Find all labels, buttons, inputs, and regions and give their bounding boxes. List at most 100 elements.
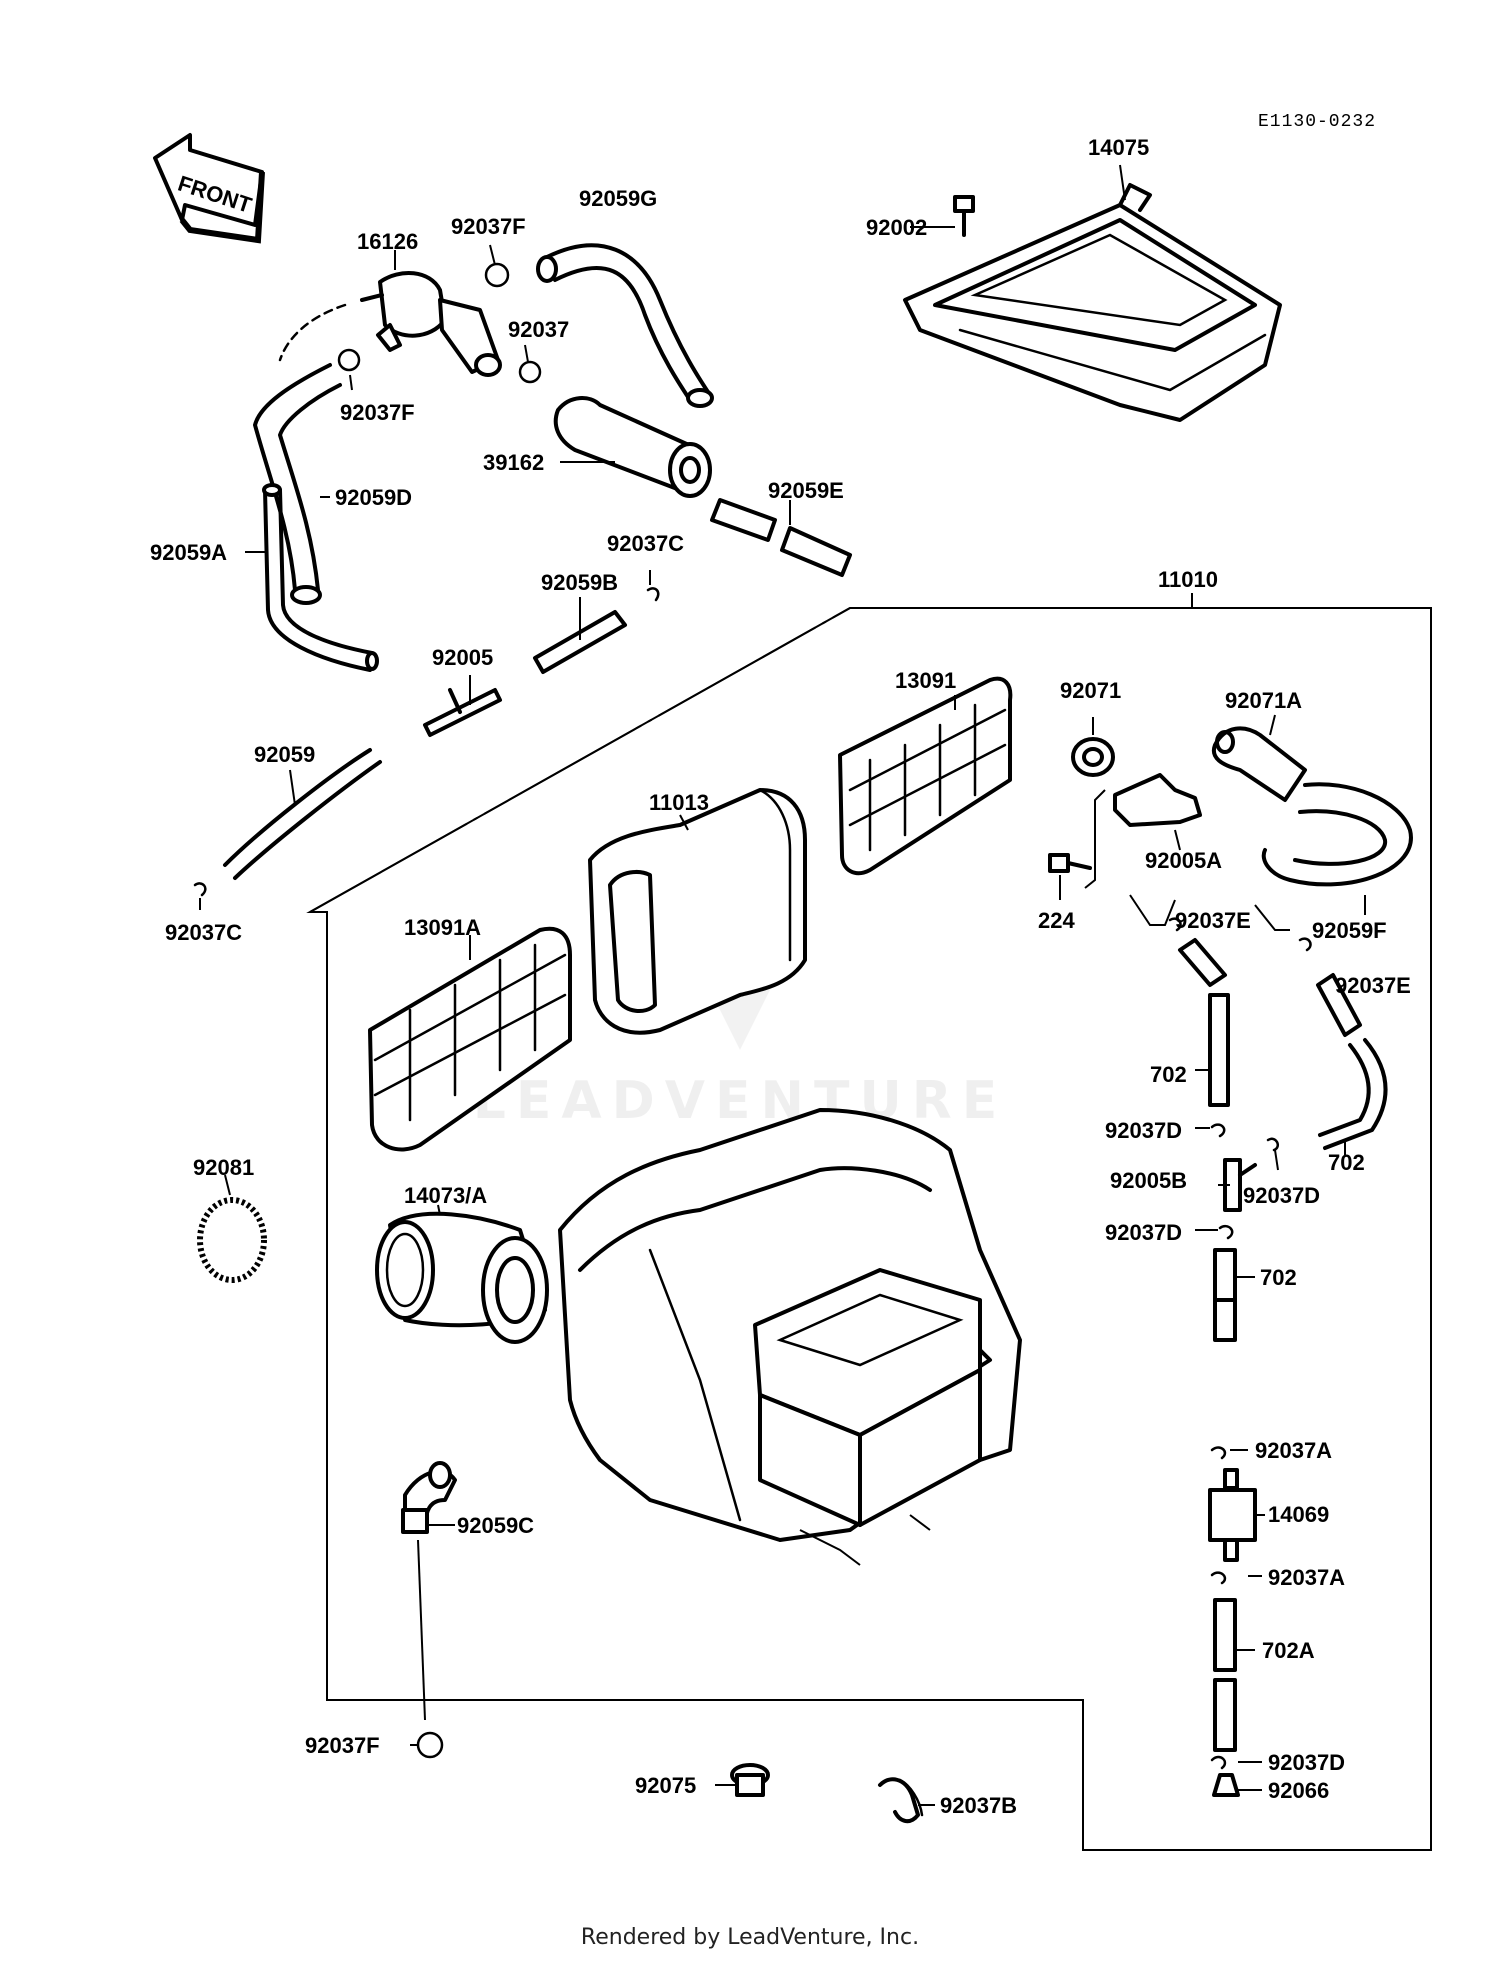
callout-702-c: 702 [1260,1265,1297,1290]
footer-credit: Rendered by LeadVenture, Inc. [580,1925,920,1950]
hose-92059 [223,748,382,880]
clamp-92037E-a [1129,894,1182,932]
clamp-92037C-top [646,587,660,602]
screw-224 [1048,853,1092,900]
airbox [558,1108,1022,1566]
callout-92037F-top: 92037F [451,214,526,239]
callout-92005: 92005 [432,645,493,670]
callout-14073A: 14073/A [404,1183,487,1208]
callout-39162: 39162 [483,450,544,475]
hose-702A [1213,1598,1255,1752]
intake-14073A [375,1204,549,1344]
hose-702-upper-left [1178,938,1230,1107]
joint-92005B [1223,1158,1257,1212]
callout-92059C: 92059C [457,1513,534,1538]
callout-92075: 92075 [635,1773,696,1798]
callout-92059G: 92059G [579,186,657,211]
callout-92037F-bot: 92037F [305,1733,380,1758]
pipe-92071A [1211,714,1307,802]
callout-11010: 11010 [1158,567,1218,592]
callout-92037D-c: 92037D [1105,1220,1182,1245]
clamp-92037A-b [1210,1571,1227,1585]
callout-92037E-b: 92037E [1335,973,1411,998]
grid-13091A [368,926,572,1152]
callout-92037: 92037 [508,317,569,342]
clamp-92037F-mid [337,348,361,372]
joint-92005 [423,675,502,737]
hose-92059A [262,483,379,672]
tube-92059E [710,498,852,577]
callout-92037C-bot: 92037C [165,920,242,945]
filter-11013 [588,788,807,1035]
callout-11013: 11013 [649,790,709,815]
callout-92037D-d: 92037D [1268,1750,1345,1775]
front-arrow-icon: FRONT [153,133,265,244]
assembly-outline-diagonal [309,607,851,913]
callout-92059: 92059 [254,742,315,767]
clamp-92037D-b [1266,1137,1279,1152]
elbow-92059C [401,1461,457,1721]
filter-14069 [1208,1468,1265,1562]
callout-92037D-a: 92037D [1105,1118,1182,1143]
callout-14069: 14069 [1268,1502,1329,1527]
callout-92005B: 92005B [1110,1168,1187,1193]
callout-92071A: 92071A [1225,688,1302,713]
callouts: 14075 92002 92059G 92037F 16126 92037 92… [150,135,1411,1818]
plug-92066 [1212,1773,1240,1797]
cap-92075 [715,1763,770,1797]
callout-92066: 92066 [1268,1778,1329,1803]
hose-92059F [1261,782,1413,915]
leader-lines [199,226,1279,1791]
callout-16126: 16126 [357,229,418,254]
clamp-92037D-a [1195,1123,1226,1138]
callout-92059B: 92059B [541,570,618,595]
callout-13091: 13091 [895,668,956,693]
watermark-text: LEADVENTURE [473,1071,1008,1131]
callout-702A: 702A [1262,1638,1315,1663]
reference-code: E1130-0232 [1258,112,1376,132]
clamp-92037 [518,360,542,384]
callout-92037E-a: 92037E [1175,908,1251,933]
callout-92059A: 92059A [150,540,227,565]
fitting-92005A [1084,773,1202,889]
clamp-92037A-a [1210,1446,1248,1460]
clamp-92037E-b [1254,904,1312,952]
callout-92059F: 92059F [1312,918,1387,943]
callout-92037D-b: 92037D [1243,1183,1320,1208]
ring-92081 [197,1197,267,1283]
callout-92037C-top: 92037C [607,531,684,556]
callout-92037F-mid: 92037F [340,400,415,425]
callout-702-b: 702 [1328,1150,1365,1175]
callout-92005A: 92005A [1145,848,1222,873]
bolt-92002 [953,195,975,237]
clip-92037B [878,1777,935,1824]
assembly-outline [306,607,1432,1851]
callout-13091A: 13091A [404,915,481,940]
clamp-92037D-c [1195,1224,1234,1240]
clamp-92037F-bot [410,1731,444,1759]
valve-16126 [278,270,502,377]
hose-702-upper-right [1316,973,1388,1155]
clamp-92037F-top [484,262,510,288]
callout-92081: 92081 [193,1155,254,1180]
callout-702-a: 702 [1150,1062,1187,1087]
callout-92071: 92071 [1060,678,1121,703]
hose-702-lower [1213,1248,1255,1342]
callout-224: 224 [1038,908,1075,933]
grommet-92071 [1071,717,1115,777]
grid-13091 [838,676,1013,876]
callout-92037A-a: 92037A [1255,1438,1332,1463]
callout-92059D: 92059D [335,485,412,510]
tray-14075 [903,164,1282,422]
callout-92037B: 92037B [940,1793,1017,1818]
clamp-92037C-bot [193,882,207,897]
filter-39162 [553,396,712,498]
callout-92059E: 92059E [768,478,844,503]
callout-14075: 14075 [1088,135,1149,160]
tube-92059B [533,610,627,674]
hose-92059G [536,243,714,408]
callout-92037A-b: 92037A [1268,1565,1345,1590]
clamp-92037D-d [1210,1755,1227,1770]
hose-92059D [253,363,342,605]
